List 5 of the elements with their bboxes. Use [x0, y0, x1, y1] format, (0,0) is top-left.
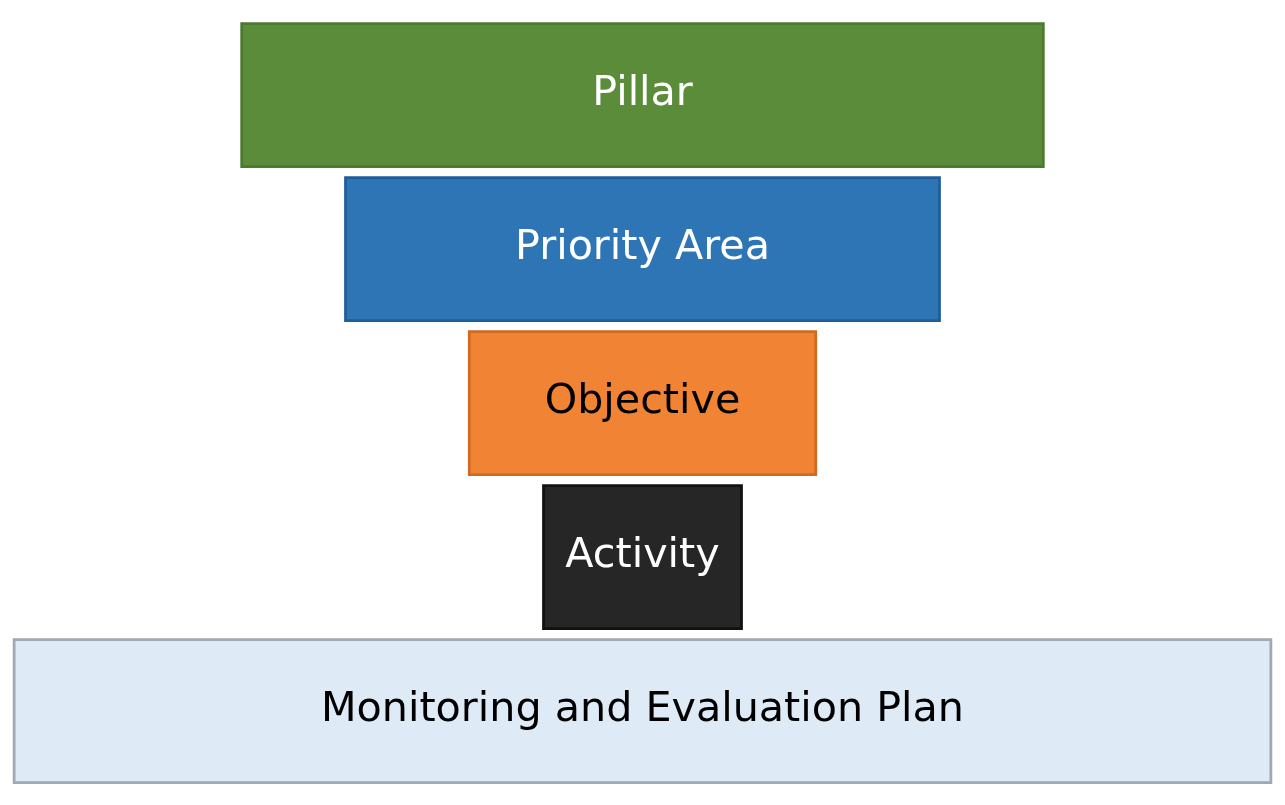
- node-box: Objective: [467, 329, 818, 476]
- node-box: Activity: [542, 483, 743, 630]
- node-box: Pillar: [240, 21, 1045, 168]
- node-box: Priority Area: [344, 175, 941, 322]
- node-box: Monitoring and Evaluation Plan: [12, 637, 1273, 784]
